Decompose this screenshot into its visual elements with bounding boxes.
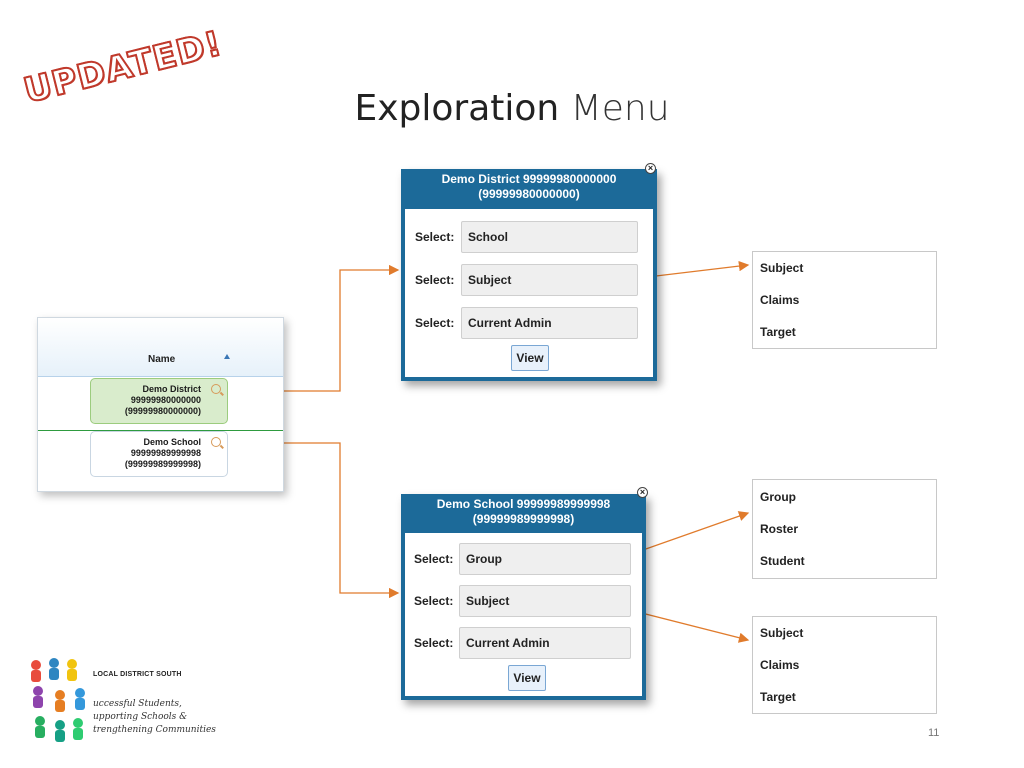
select-subject-dropdown[interactable]: Subject [461, 264, 638, 296]
option-item[interactable]: Claims [760, 293, 800, 307]
school-popup-title: Demo School 99999989999998 (999999899999… [401, 497, 646, 527]
option-item[interactable]: Target [760, 325, 796, 339]
select-label: Select: [414, 636, 454, 650]
district-row-card[interactable]: Demo District 99999980000000 (9999998000… [90, 378, 228, 424]
magnifier-icon[interactable] [211, 384, 221, 394]
school-popup-body: Select: Group Select: Subject Select: Cu… [405, 533, 642, 696]
close-icon[interactable]: × [645, 163, 656, 174]
option-item[interactable]: Roster [760, 522, 799, 536]
slide-title: Exploration Menu [0, 88, 1024, 129]
slide-title-part1: Exploration [354, 88, 560, 129]
select-subject-dropdown[interactable]: Subject [459, 585, 631, 617]
slide-title-part2: Menu [570, 88, 670, 129]
school-code-paren: (99999989999998) [124, 459, 201, 469]
select-label: Select: [415, 273, 455, 287]
organization-grid: Name Demo District 99999980000000 (99999… [37, 317, 284, 492]
column-header-name[interactable]: Name [148, 354, 176, 365]
logo-tagline-3: trengthening Communities [93, 725, 216, 735]
logo-tagline-1: uccessful Students, [93, 699, 182, 709]
district-code: 99999980000000 [130, 395, 201, 405]
row-divider [38, 430, 283, 431]
select-current-admin-dropdown[interactable]: Current Admin [459, 627, 631, 659]
logo-tagline-2: upporting Schools & [93, 712, 188, 722]
select-label: Select: [414, 594, 454, 608]
magnifier-icon[interactable] [211, 437, 221, 447]
select-school-dropdown[interactable]: School [461, 221, 638, 253]
district-popup-title-line1: Demo District 99999980000000 [441, 172, 617, 186]
logo-org-name: LOCAL DISTRICT SOUTH [93, 671, 182, 678]
district-popup-title: Demo District 99999980000000 (9999998000… [401, 172, 657, 202]
close-icon[interactable]: × [637, 487, 648, 498]
view-button[interactable]: View [511, 345, 549, 371]
option-item[interactable]: Claims [760, 658, 800, 672]
option-item[interactable]: Student [760, 554, 805, 568]
option-item[interactable]: Subject [760, 626, 804, 640]
school-subject-options-list: Subject Claims Target [752, 616, 937, 714]
option-item[interactable]: Group [760, 490, 796, 504]
district-code-paren: (99999980000000) [124, 406, 201, 416]
district-logo-icon [31, 658, 85, 742]
group-options-list: Group Roster Student [752, 479, 937, 579]
subject-options-list: Subject Claims Target [752, 251, 937, 349]
school-popup-title-line1: Demo School 99999989999998 [436, 497, 611, 511]
select-group-dropdown[interactable]: Group [459, 543, 631, 575]
sort-ascending-icon[interactable] [224, 354, 230, 359]
district-popup-title-line2: (99999980000000) [478, 187, 580, 201]
school-popup-title-line2: (99999989999998) [472, 512, 575, 526]
option-item[interactable]: Subject [760, 261, 804, 275]
option-item[interactable]: Target [760, 690, 796, 704]
view-button[interactable]: View [508, 665, 546, 691]
district-popup-body: Select: School Select: Subject Select: C… [405, 209, 653, 377]
school-code: 99999989999998 [130, 448, 201, 458]
select-current-admin-dropdown[interactable]: Current Admin [461, 307, 638, 339]
school-popup: Demo School 99999989999998 (999999899999… [401, 494, 646, 700]
school-row-card[interactable]: Demo School 99999989999998 (999999899999… [90, 431, 228, 477]
school-name: Demo School [143, 437, 201, 447]
page-number: 11 [928, 727, 940, 739]
select-label: Select: [415, 230, 455, 244]
select-label: Select: [415, 316, 455, 330]
district-popup: Demo District 99999980000000 (9999998000… [401, 169, 657, 381]
district-name: Demo District [142, 384, 201, 394]
select-label: Select: [414, 552, 454, 566]
grid-header[interactable]: Name [38, 318, 283, 377]
